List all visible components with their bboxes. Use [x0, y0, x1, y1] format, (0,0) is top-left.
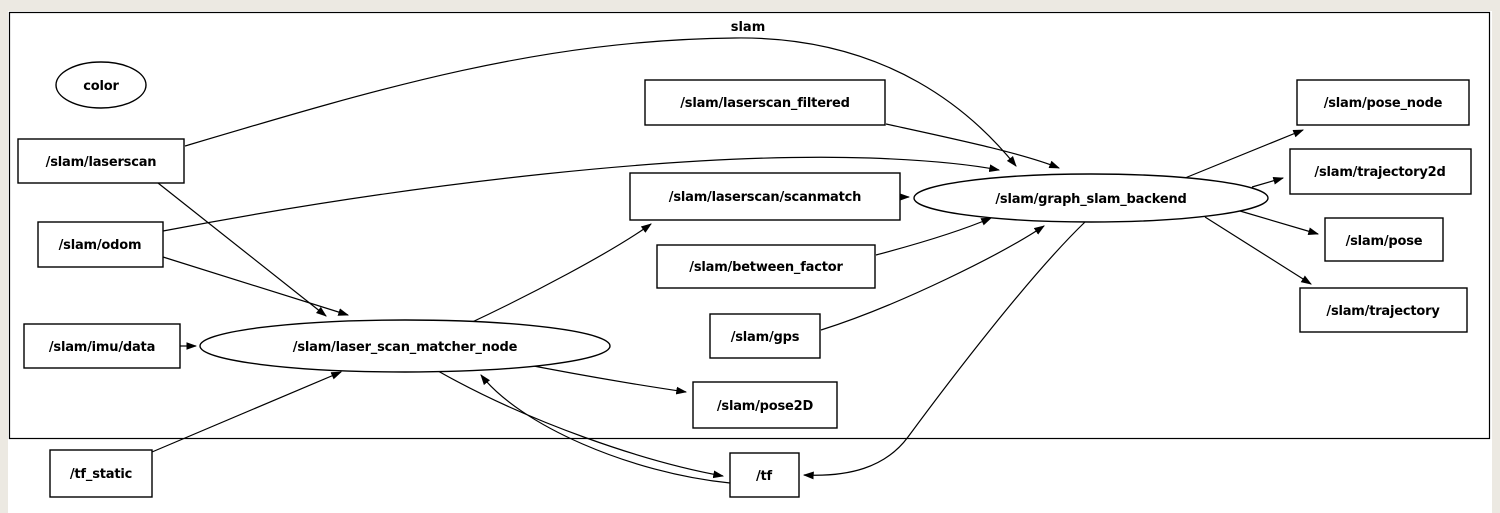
node-color[interactable]: color: [55, 61, 147, 109]
edge-laserscan-to-matcher: [157, 182, 327, 317]
edge-tf-to-matcher: [480, 374, 731, 484]
node-slam-pose-node[interactable]: /slam/pose_node: [1296, 79, 1470, 126]
edge-matcher-to-tf: [437, 370, 725, 479]
svg-text:/slam/trajectory2d: /slam/trajectory2d: [1314, 165, 1445, 180]
edge-matcher-to-pose2d: [517, 362, 688, 395]
node-slam-gps[interactable]: /slam/gps: [709, 313, 821, 359]
svg-text:/slam/imu/data: /slam/imu/data: [49, 340, 155, 355]
node-slam-imu-data[interactable]: /slam/imu/data: [23, 323, 181, 369]
edge-matcher-to-scanmatch: [467, 223, 652, 325]
node-tf[interactable]: /tf: [729, 452, 800, 498]
edge-backend-to-trajectory: [1204, 216, 1312, 285]
node-slam-laserscan-filtered[interactable]: /slam/laserscan_filtered: [644, 79, 886, 126]
svg-text:/slam/laser_scan_matcher_node: /slam/laser_scan_matcher_node: [293, 340, 518, 355]
node-slam-laserscan[interactable]: /slam/laserscan: [17, 138, 185, 184]
svg-text:/slam/graph_slam_backend: /slam/graph_slam_backend: [995, 192, 1186, 207]
edge-betweenfactor-to-backend: [875, 217, 992, 256]
svg-text:/slam/odom: /slam/odom: [59, 238, 142, 253]
node-slam-laserscan-scanmatch[interactable]: /slam/laserscan/scanmatch: [629, 172, 901, 221]
node-slam-laser-scan-matcher-node[interactable]: /slam/laser_scan_matcher_node: [199, 319, 611, 373]
svg-text:/slam/laserscan/scanmatch: /slam/laserscan/scanmatch: [669, 190, 861, 205]
edge-odom-to-backend: [162, 156, 1001, 232]
node-slam-between-factor[interactable]: /slam/between_factor: [656, 244, 876, 289]
svg-text:/slam/gps: /slam/gps: [731, 330, 800, 345]
cluster-slam-label: slam: [731, 20, 766, 35]
edge-layer: [151, 37, 1320, 484]
edge-odom-to-matcher: [162, 256, 350, 316]
edge-backend-to-trajectory2d: [1251, 176, 1285, 188]
svg-text:/slam/between_factor: /slam/between_factor: [689, 260, 843, 275]
node-slam-trajectory[interactable]: /slam/trajectory: [1299, 287, 1468, 333]
edge-laserscan-to-backend: [184, 37, 1017, 167]
edge-backend-to-posenode: [1184, 129, 1305, 179]
svg-text:/slam/laserscan: /slam/laserscan: [46, 155, 157, 170]
node-slam-pose2d[interactable]: /slam/pose2D: [692, 381, 838, 429]
svg-text:/slam/pose2D: /slam/pose2D: [717, 399, 814, 414]
cluster-slam-border: [8, 11, 1491, 440]
svg-text:/slam/trajectory: /slam/trajectory: [1326, 304, 1440, 319]
node-slam-graph-slam-backend[interactable]: /slam/graph_slam_backend: [913, 173, 1269, 223]
edge-tfstatic-to-matcher: [151, 371, 342, 453]
edge-gps-to-backend: [820, 225, 1045, 331]
node-tf-static[interactable]: /tf_static: [49, 449, 153, 498]
svg-text:/slam/pose_node: /slam/pose_node: [1324, 96, 1443, 111]
node-slam-odom[interactable]: /slam/odom: [37, 221, 164, 268]
edge-filtered-to-backend: [885, 123, 1061, 169]
svg-text:/slam/pose: /slam/pose: [1346, 234, 1423, 249]
svg-text:/tf: /tf: [756, 469, 773, 484]
node-slam-trajectory2d[interactable]: /slam/trajectory2d: [1289, 148, 1472, 195]
edge-backend-to-pose: [1239, 210, 1320, 235]
svg-text:/slam/laserscan_filtered: /slam/laserscan_filtered: [680, 96, 850, 111]
svg-text:color: color: [83, 79, 119, 94]
edge-backend-to-tf: [802, 221, 1086, 480]
node-slam-pose[interactable]: /slam/pose: [1324, 217, 1444, 262]
svg-text:/tf_static: /tf_static: [70, 467, 132, 482]
